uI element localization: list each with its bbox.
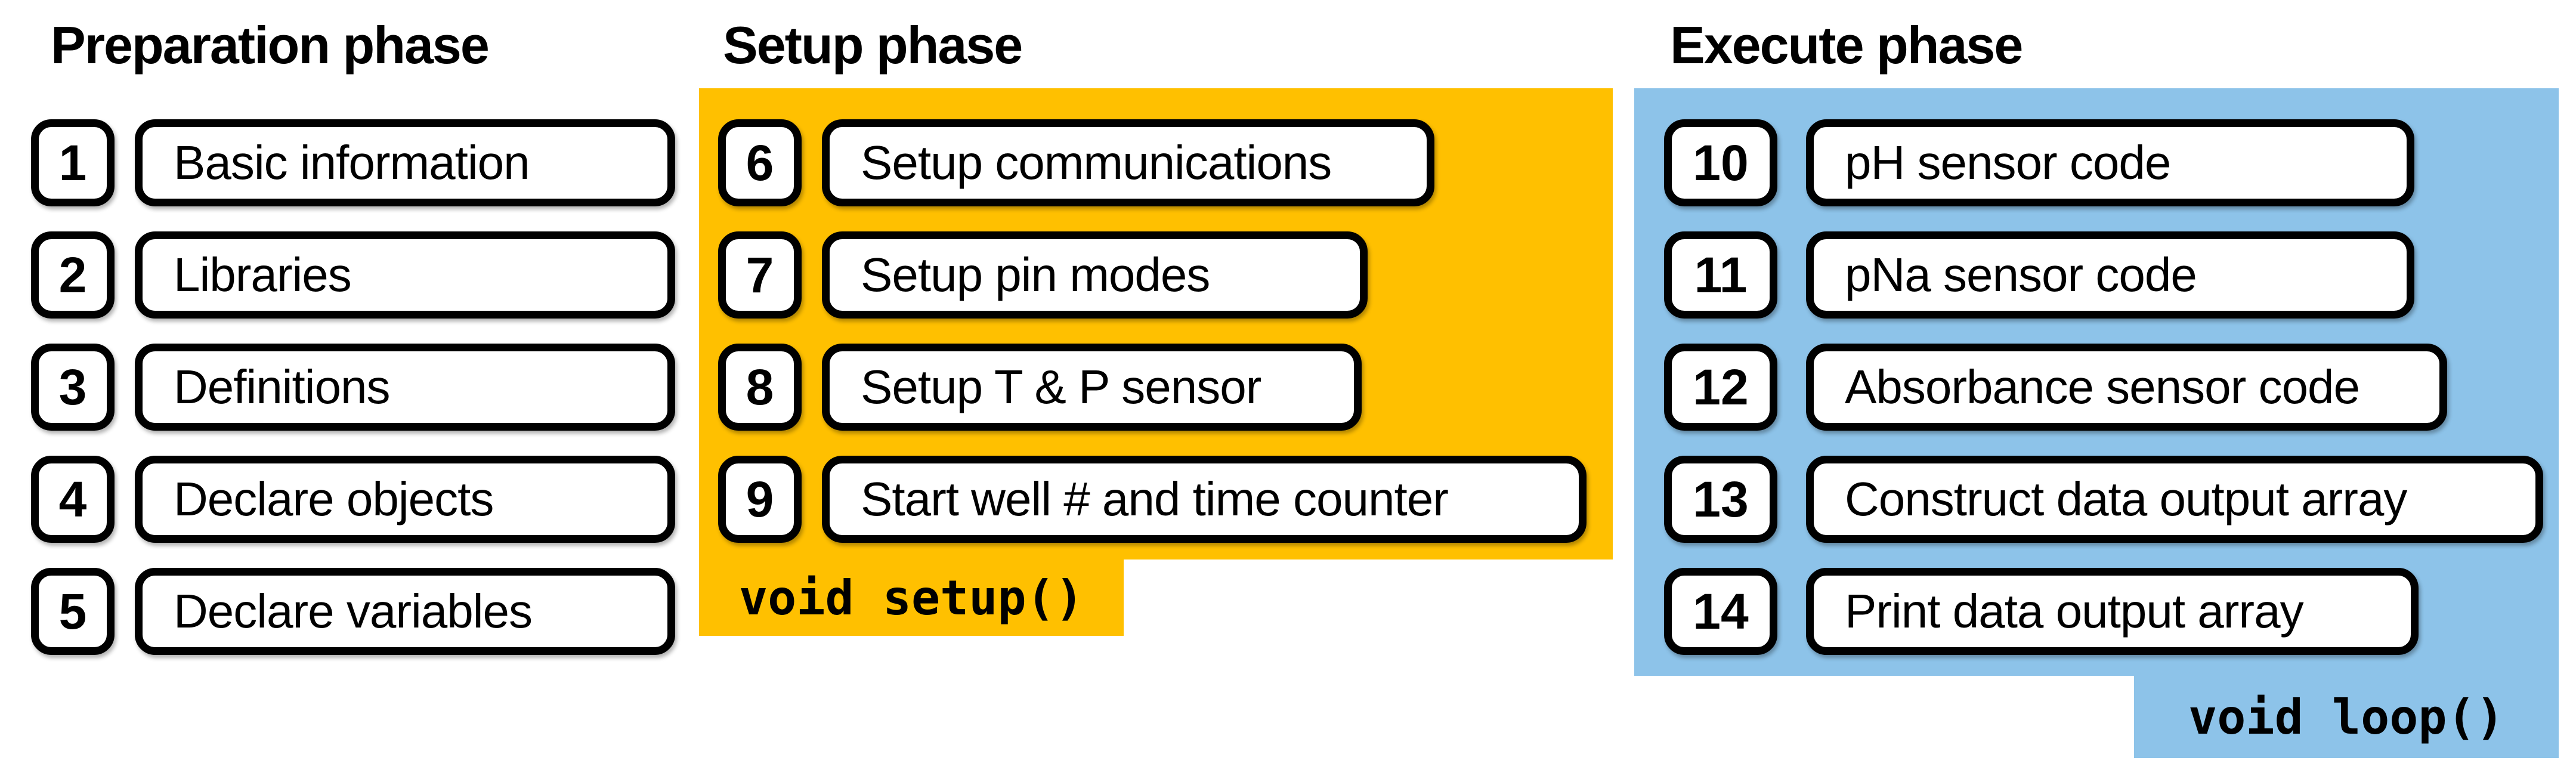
step-row-3: 3 Definitions xyxy=(31,344,675,431)
step-label-box: Definitions xyxy=(135,344,675,431)
step-label: Declare objects xyxy=(174,472,494,525)
step-label-box: Start well # and time counter xyxy=(822,456,1587,543)
step-label-box: Print data output array xyxy=(1806,568,2419,655)
step-label: Construct data output array xyxy=(1845,472,2407,525)
void-setup-label: void setup() xyxy=(739,570,1084,626)
step-number: 11 xyxy=(1694,246,1748,303)
step-number: 13 xyxy=(1693,471,1749,527)
step-number: 3 xyxy=(58,358,87,415)
step-number: 12 xyxy=(1693,358,1749,415)
step-label-box: Absorbance sensor code xyxy=(1806,344,2447,431)
step-number-badge: 6 xyxy=(718,119,802,206)
execute-phase-panel-tab xyxy=(2134,676,2559,758)
step-label: Definitions xyxy=(174,360,391,413)
step-row-9: 9 Start well # and time counter xyxy=(718,456,1587,543)
step-row-11: 11 pNa sensor code xyxy=(1664,231,2414,319)
step-label-box: Declare objects xyxy=(135,456,675,543)
step-row-2: 2 Libraries xyxy=(31,231,675,319)
step-label-box: Setup communications xyxy=(822,119,1434,206)
step-label: Basic information xyxy=(174,136,530,189)
step-label: Start well # and time counter xyxy=(861,472,1449,525)
step-label-box: Declare variables xyxy=(135,568,675,655)
step-label: Declare variables xyxy=(174,585,533,638)
step-number-badge: 2 xyxy=(31,231,115,319)
step-label-box: Construct data output array xyxy=(1806,456,2543,543)
step-row-6: 6 Setup communications xyxy=(718,119,1434,206)
step-number: 8 xyxy=(746,358,774,415)
step-number-badge: 12 xyxy=(1664,344,1777,431)
step-number-badge: 14 xyxy=(1664,568,1777,655)
step-label: Setup T & P sensor xyxy=(861,360,1261,413)
step-row-14: 14 Print data output array xyxy=(1664,568,2419,655)
step-label: Setup communications xyxy=(861,136,1332,189)
step-row-12: 12 Absorbance sensor code xyxy=(1664,344,2447,431)
execute-phase-title: Execute phase xyxy=(1670,16,2023,75)
step-number: 4 xyxy=(58,471,87,527)
step-number-badge: 9 xyxy=(718,456,802,543)
step-number-badge: 8 xyxy=(718,344,802,431)
step-number-badge: 7 xyxy=(718,231,802,319)
step-number-badge: 3 xyxy=(31,344,115,431)
step-row-1: 1 Basic information xyxy=(31,119,675,206)
preparation-phase-title: Preparation phase xyxy=(51,16,490,75)
step-label: Print data output array xyxy=(1845,585,2304,638)
step-label: Absorbance sensor code xyxy=(1845,360,2360,413)
step-row-7: 7 Setup pin modes xyxy=(718,231,1368,319)
setup-phase-title: Setup phase xyxy=(723,16,1023,75)
step-number: 6 xyxy=(746,134,774,191)
step-label-box: pNa sensor code xyxy=(1806,231,2414,319)
step-label: pH sensor code xyxy=(1845,136,2171,189)
step-label-box: Setup T & P sensor xyxy=(822,344,1362,431)
step-number: 14 xyxy=(1693,583,1749,639)
step-number-badge: 13 xyxy=(1664,456,1777,543)
step-label-box: Libraries xyxy=(135,231,675,319)
step-number: 5 xyxy=(58,583,87,639)
step-number: 1 xyxy=(58,134,87,191)
step-row-5: 5 Declare variables xyxy=(31,568,675,655)
step-row-10: 10 pH sensor code xyxy=(1664,119,2414,206)
step-label: Setup pin modes xyxy=(861,248,1210,301)
step-label: Libraries xyxy=(174,248,352,301)
void-loop-label: void loop() xyxy=(2188,689,2504,745)
step-label: pNa sensor code xyxy=(1845,248,2197,301)
step-number-badge: 5 xyxy=(31,568,115,655)
step-number: 7 xyxy=(746,246,774,303)
step-number: 10 xyxy=(1693,134,1749,191)
step-number-badge: 11 xyxy=(1664,231,1777,319)
step-row-4: 4 Declare objects xyxy=(31,456,675,543)
step-number-badge: 4 xyxy=(31,456,115,543)
step-number: 9 xyxy=(746,471,774,527)
step-number-badge: 10 xyxy=(1664,119,1777,206)
step-number-badge: 1 xyxy=(31,119,115,206)
step-label-box: Setup pin modes xyxy=(822,231,1368,319)
step-number: 2 xyxy=(58,246,87,303)
step-label-box: pH sensor code xyxy=(1806,119,2414,206)
step-label-box: Basic information xyxy=(135,119,675,206)
step-row-8: 8 Setup T & P sensor xyxy=(718,344,1362,431)
step-row-13: 13 Construct data output array xyxy=(1664,456,2543,543)
setup-phase-panel-tab xyxy=(699,559,1124,636)
